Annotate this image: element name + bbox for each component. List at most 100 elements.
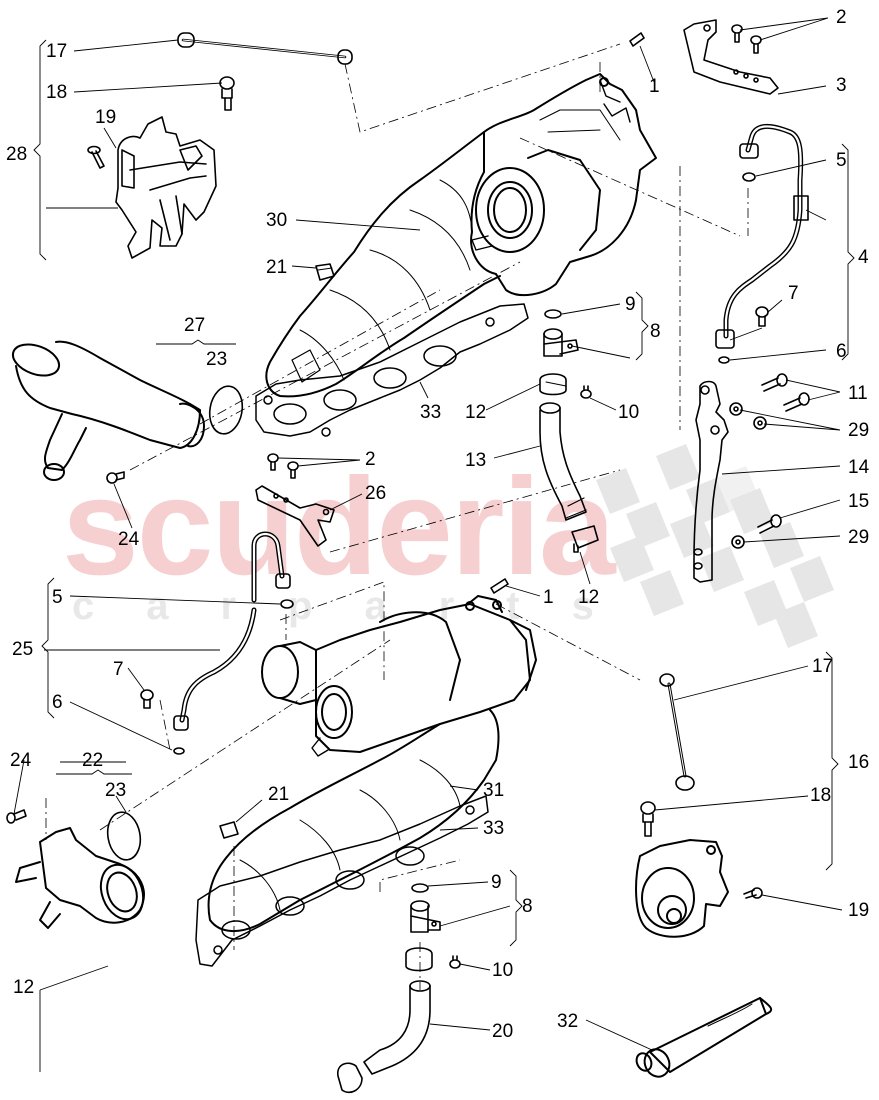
callout-6-mid[interactable]: 6 [52, 692, 63, 713]
screws-2-mid [267, 453, 299, 479]
sealant-tube-32 [635, 997, 773, 1078]
sensor-cable-17-top [177, 32, 353, 65]
connector-18-top [219, 76, 235, 111]
callout-17-top[interactable]: 17 [46, 41, 68, 62]
callout-1-top[interactable]: 1 [649, 76, 660, 97]
callout-12-top[interactable]: 12 [465, 402, 487, 423]
callout-26[interactable]: 26 [365, 483, 387, 504]
oil-fitting-8-top [543, 328, 579, 357]
coolant-hose-20 [363, 980, 431, 1075]
callout-33-bottom[interactable]: 33 [483, 818, 505, 839]
turbocharger-31 [261, 595, 537, 757]
callout-32[interactable]: 32 [557, 1011, 579, 1032]
callout-19-bottom[interactable]: 19 [848, 900, 870, 921]
callout-4[interactable]: 4 [858, 247, 869, 268]
callout-28[interactable]: 28 [6, 144, 28, 165]
seal-9-bottom [411, 883, 429, 893]
connector-18-bottom [640, 801, 656, 837]
callout-3[interactable]: 3 [836, 75, 847, 96]
callout-1-bottom[interactable]: 1 [543, 587, 554, 608]
hose-clamp-12-top [539, 373, 567, 396]
callout-16[interactable]: 16 [848, 752, 870, 773]
callout-29-upper[interactable]: 29 [848, 420, 870, 441]
stud-1-bottom [490, 578, 509, 594]
group-braces [33, 39, 855, 947]
callout-21-bottom[interactable]: 21 [268, 784, 290, 805]
callout-24-top[interactable]: 24 [118, 529, 140, 550]
bolt-10-top [580, 385, 592, 399]
callout-24-bottom[interactable]: 24 [10, 750, 32, 771]
screw-24-top [106, 471, 125, 484]
hose-clamp-12-mid [571, 525, 599, 553]
o-ring-23-bottom [106, 811, 142, 861]
callout-20[interactable]: 20 [492, 1021, 514, 1042]
callout-2-mid[interactable]: 2 [365, 449, 376, 470]
callout-25[interactable]: 25 [12, 639, 34, 660]
callout-30[interactable]: 30 [266, 210, 288, 231]
washer-6-mid [173, 747, 185, 755]
bolt-7-mid [140, 689, 154, 709]
seal-9-top [544, 309, 562, 319]
callout-12-mid[interactable]: 12 [578, 587, 600, 608]
callout-23-top[interactable]: 23 [206, 349, 228, 370]
coolant-pipe-22 [15, 827, 145, 929]
callout-5-mid[interactable]: 5 [52, 587, 63, 608]
o-ring-23-top [208, 385, 244, 435]
callout-10-bottom[interactable]: 10 [492, 960, 514, 981]
washer-6-top [718, 356, 730, 364]
washers-29-upper [729, 402, 767, 430]
callout-6-top[interactable]: 6 [836, 341, 847, 362]
screw-24-bottom [6, 809, 27, 824]
nut-21-bottom [219, 821, 239, 839]
callout-11[interactable]: 11 [848, 383, 868, 404]
bolts-11 [761, 373, 810, 412]
callout-7-top[interactable]: 7 [788, 283, 799, 304]
callout-9-bottom[interactable]: 9 [491, 872, 502, 893]
callout-12-bottom[interactable]: 12 [13, 977, 35, 998]
bolt-15 [757, 514, 782, 534]
callout-13[interactable]: 13 [465, 450, 487, 471]
callout-8-bottom[interactable]: 8 [522, 896, 533, 917]
hose-clamp-12-end [337, 1062, 363, 1094]
nut-21-top [315, 263, 335, 281]
gasket-33-top [255, 303, 529, 437]
callout-33-top[interactable]: 33 [420, 402, 442, 423]
turbocharger-30 [470, 73, 657, 297]
intake-pipe-27 [11, 340, 205, 481]
callout-5-top[interactable]: 5 [836, 150, 847, 171]
callout-10-top[interactable]: 10 [618, 402, 640, 423]
callout-23-bottom[interactable]: 23 [105, 780, 127, 801]
callout-7-mid[interactable]: 7 [113, 659, 124, 680]
callout-8-top[interactable]: 8 [650, 321, 661, 342]
actuator-28 [115, 116, 217, 259]
hose-clamp-12-bottom [405, 947, 433, 972]
callout-19-top[interactable]: 19 [95, 107, 117, 128]
bracket-26 [255, 485, 335, 547]
callout-21-top[interactable]: 21 [266, 257, 288, 278]
screw-19-bottom [743, 887, 763, 899]
callout-18-bottom[interactable]: 18 [810, 785, 832, 806]
leader-lines [13, 17, 843, 1072]
stud-1-top [629, 32, 645, 47]
callout-18-top[interactable]: 18 [46, 82, 68, 103]
bolt-7-top [755, 306, 769, 327]
watermark-logo-text: scuderia [62, 450, 616, 604]
callout-14[interactable]: 14 [848, 457, 870, 478]
checkered-flag-watermark [596, 444, 834, 648]
screw-19-top [87, 145, 105, 169]
bracket-3 [683, 19, 779, 95]
callout-29-lower[interactable]: 29 [848, 527, 870, 548]
exhaust-manifold-31-heat-shield [207, 709, 500, 932]
bolt-10-bottom [449, 955, 461, 969]
callout-15[interactable]: 15 [848, 491, 870, 512]
callout-31[interactable]: 31 [483, 780, 505, 801]
washer-5-mid [280, 599, 294, 609]
assembly-lines [45, 43, 749, 990]
callout-9-top[interactable]: 9 [625, 294, 636, 315]
callout-22[interactable]: 22 [82, 750, 104, 771]
callout-27[interactable]: 27 [184, 315, 206, 336]
callout-2-top[interactable]: 2 [836, 7, 847, 28]
callout-17-bottom[interactable]: 17 [812, 656, 834, 677]
